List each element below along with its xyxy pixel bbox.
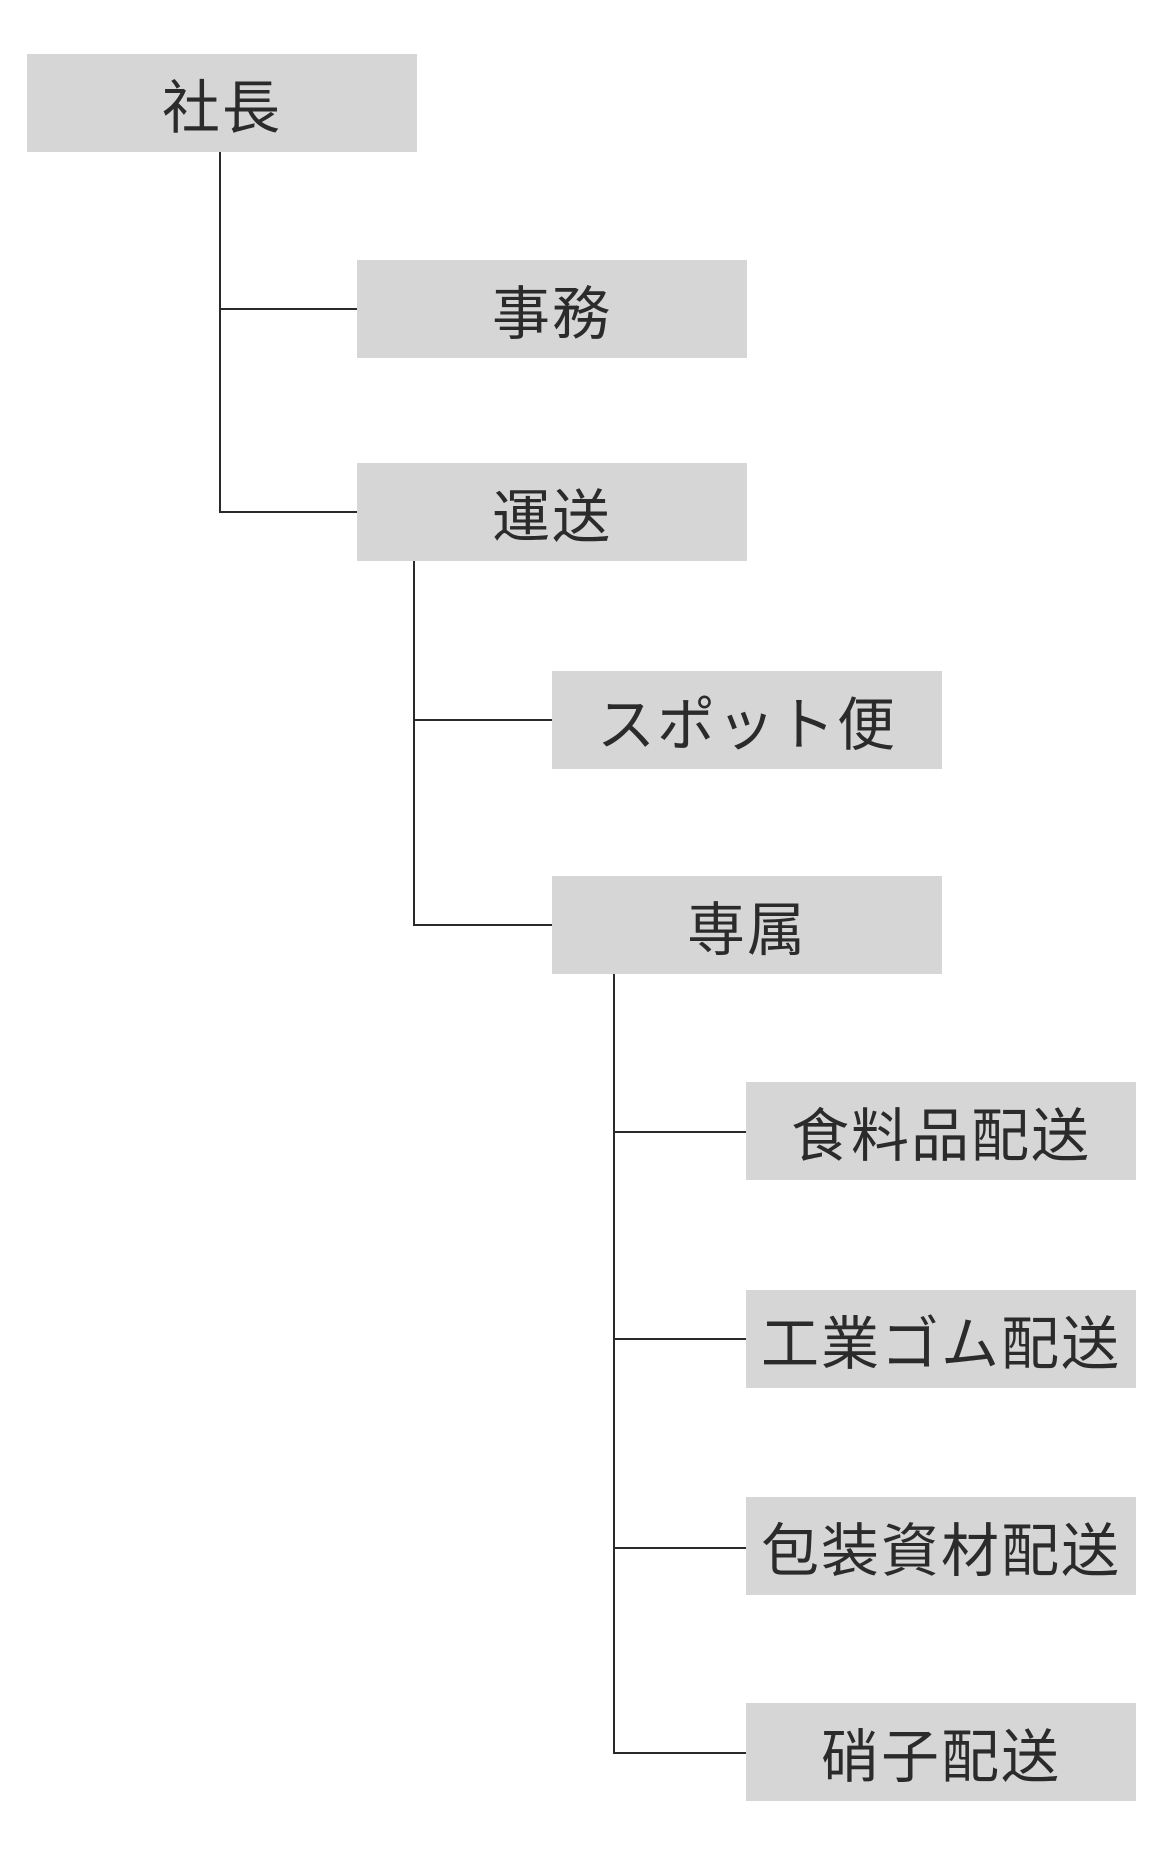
node-rubber-delivery-label: 工業ゴム配送 <box>760 1310 1121 1378</box>
node-transport-label: 運送 <box>491 483 612 551</box>
connector-president-transport <box>219 511 357 513</box>
node-spot-delivery: スポット便 <box>552 671 942 769</box>
connector-transport-vertical <box>413 561 415 926</box>
connector-exclusive-glass <box>613 1752 746 1754</box>
node-president: 社長 <box>27 54 417 152</box>
node-glass-delivery: 硝子配送 <box>746 1703 1136 1801</box>
connector-exclusive-packaging <box>613 1547 746 1549</box>
node-packaging-delivery: 包装資材配送 <box>746 1497 1136 1595</box>
connector-exclusive-food <box>613 1131 746 1133</box>
node-transport: 運送 <box>357 463 747 561</box>
node-food-delivery-label: 食料品配送 <box>790 1102 1091 1170</box>
connector-transport-spot <box>413 719 552 721</box>
node-exclusive: 専属 <box>552 876 942 974</box>
node-glass-delivery-label: 硝子配送 <box>820 1723 1061 1791</box>
node-president-label: 社長 <box>161 74 282 142</box>
node-food-delivery: 食料品配送 <box>746 1082 1136 1180</box>
connector-president-vertical <box>219 152 221 513</box>
connector-transport-exclusive <box>413 924 552 926</box>
node-rubber-delivery: 工業ゴム配送 <box>746 1290 1136 1388</box>
node-office-label: 事務 <box>491 280 612 348</box>
node-spot-delivery-label: スポット便 <box>596 691 897 759</box>
node-office: 事務 <box>357 260 747 358</box>
connector-exclusive-rubber <box>613 1338 746 1340</box>
connector-exclusive-vertical <box>613 974 615 1754</box>
node-packaging-delivery-label: 包装資材配送 <box>760 1517 1121 1585</box>
node-exclusive-label: 専属 <box>686 896 807 964</box>
connector-president-office <box>219 308 357 310</box>
